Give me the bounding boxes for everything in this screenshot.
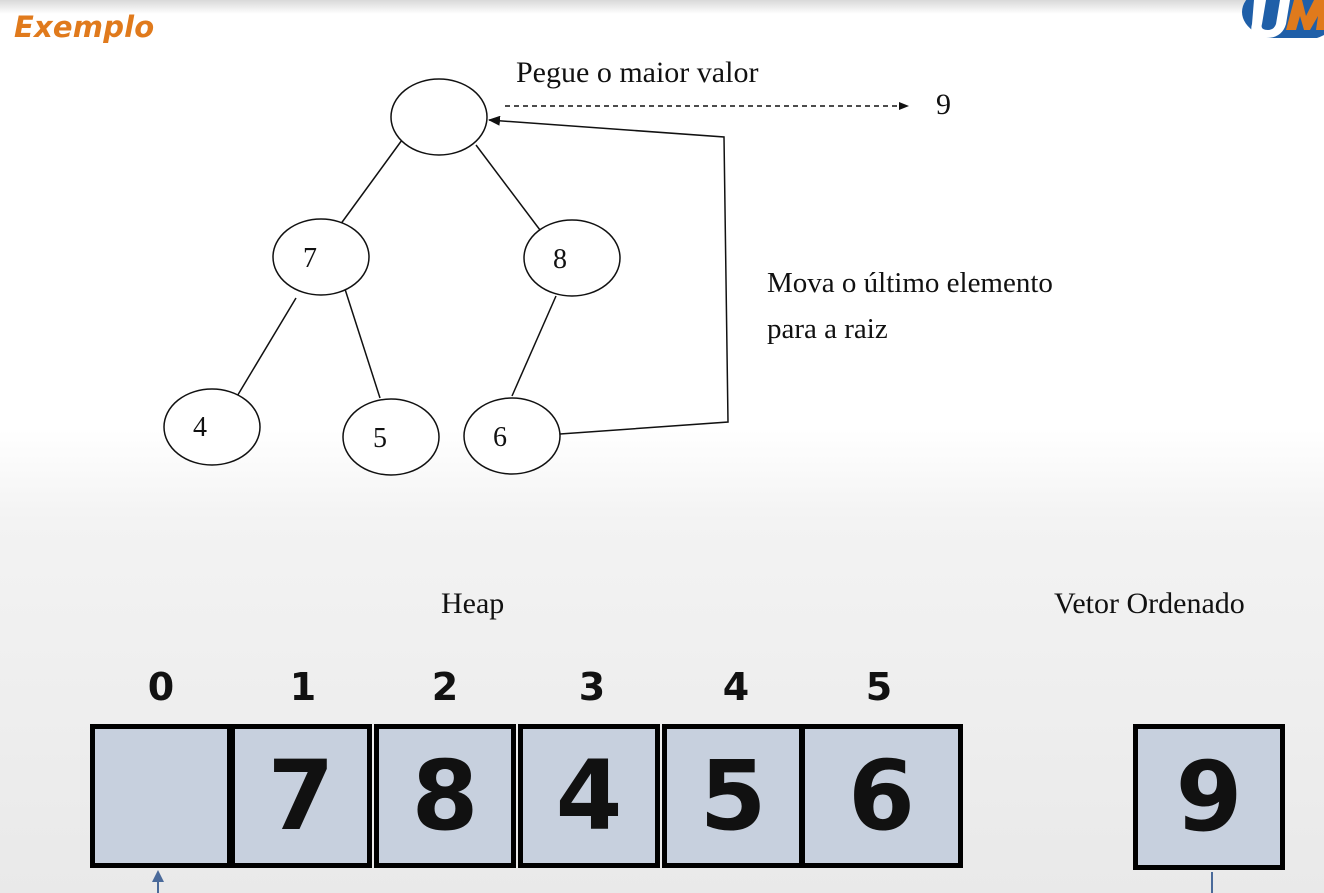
logo: [1240, 0, 1324, 38]
heap-pointer-arrowhead: [152, 870, 164, 882]
tree-node-left-left-value: 4: [193, 412, 207, 443]
tree-node-left-right: 5: [342, 398, 440, 476]
slide-title: Exemplo: [14, 10, 155, 44]
tree-node-left-value: 7: [303, 243, 317, 274]
heap-cell-3: 4: [518, 724, 660, 868]
edge-right-rightleft: [511, 295, 557, 397]
top-shadow: [0, 0, 1324, 14]
move-note-line1: Mova o último elemento: [767, 267, 1053, 299]
tree-node-left-right-value: 5: [373, 423, 387, 454]
heap-index-4: 4: [722, 665, 750, 709]
heap-index-0: 0: [147, 665, 175, 709]
sorted-cell-0: 9: [1133, 724, 1285, 870]
heap-cell-1: 7: [230, 724, 372, 868]
tree-node-right: 8: [523, 219, 621, 297]
move-last-arrow: [488, 115, 729, 435]
tree-node-left: 7: [272, 218, 370, 296]
tree-node-right-left-value: 6: [493, 422, 507, 453]
heap-index-1: 1: [289, 665, 317, 709]
heap-label: Heap: [441, 587, 505, 620]
tree-node-left-left: 4: [163, 388, 261, 466]
heap-index-5: 5: [865, 665, 893, 709]
tree-node-root: [390, 78, 488, 156]
heap-cell-5: 6: [800, 724, 963, 868]
edge-left-leftleft: [235, 297, 297, 399]
heap-cell-2: 8: [374, 724, 516, 868]
tree-node-right-left: 6: [463, 397, 561, 475]
edge-root-right: [475, 144, 541, 231]
edge-left-leftright: [343, 285, 381, 399]
heap-index-2: 2: [431, 665, 459, 709]
sorted-label: Vetor Ordenado: [1054, 587, 1245, 620]
heap-index-3: 3: [578, 665, 606, 709]
extract-label: Pegue o maior valor: [516, 56, 759, 89]
extracted-value: 9: [936, 88, 951, 121]
edge-root-left: [339, 139, 403, 226]
move-note-line2: para a raiz: [767, 313, 888, 345]
heap-cell-0: [90, 724, 232, 868]
heap-cell-4: 5: [662, 724, 804, 868]
tree-node-right-value: 8: [553, 244, 567, 275]
